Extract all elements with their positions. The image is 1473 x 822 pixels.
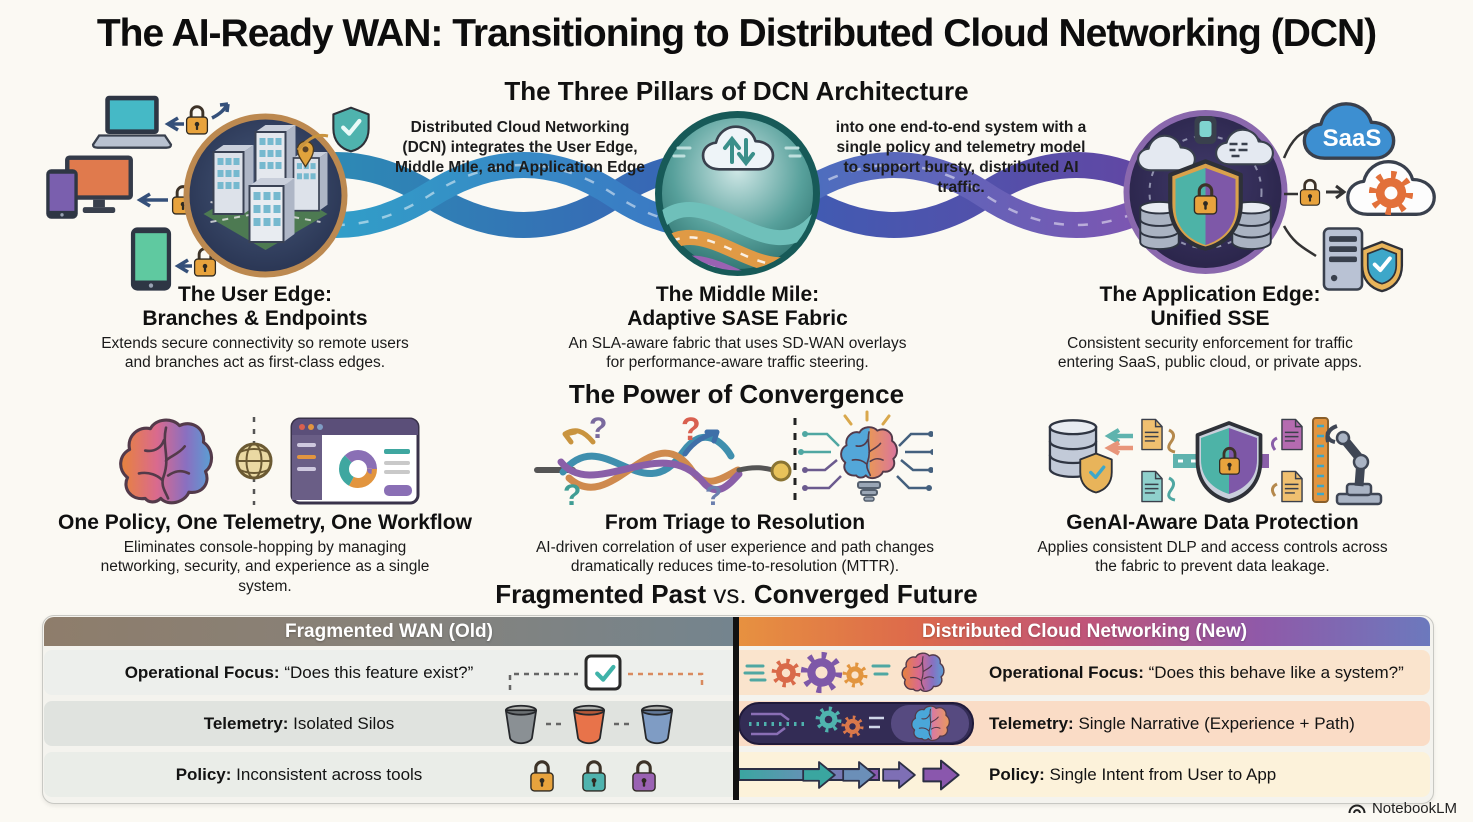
smartwatch-icon <box>1194 116 1217 144</box>
data-stream-icon <box>1312 417 1329 503</box>
convergence-item-title: From Triage to Resolution <box>604 511 866 534</box>
application-edge-circle-graphic <box>1123 110 1288 274</box>
pillar-description: Consistent security enforcement for traf… <box>1057 335 1363 372</box>
pillars-section-heading: The Three Pillars of DCN Architecture <box>504 76 969 106</box>
question-mark-glyph: ? <box>563 479 581 510</box>
building-icon <box>254 125 296 195</box>
tablet-icon <box>46 169 78 219</box>
convergence-item-title: One Policy, One Telemetry, One Workflow <box>58 511 472 534</box>
pillar-application-edge-caption: The Application Edge: Unified SSE Consis… <box>1020 283 1400 373</box>
shield-check-badge-icon <box>332 106 370 153</box>
old-row-policy: Policy: Inconsistent across tools <box>44 752 734 797</box>
old-row-operational-focus: Operational Focus: “Does this feature ex… <box>44 650 734 695</box>
cloud-transfer-icon <box>701 125 775 171</box>
dashboard-window-icon <box>290 417 420 505</box>
pillar-user-edge-caption: The User Edge: Branches & Endpoints Exte… <box>60 283 450 373</box>
single-narrative-pill-icon <box>739 702 974 745</box>
new-row-telemetry: Telemetry: Single Narrative (Experience … <box>739 701 1430 746</box>
row-text: Telemetry: Isolated Silos <box>203 713 395 733</box>
pillar-title-line2: Adaptive SASE Fabric <box>627 306 848 330</box>
document-icon <box>1141 418 1163 451</box>
pillar-description: Extends secure connectivity so remote us… <box>101 335 409 372</box>
convergence-item-description: Applies consistent DLP and access contro… <box>1037 539 1388 576</box>
question-mark-glyph: ? <box>705 480 722 510</box>
ai-bulb-brain-icon <box>798 410 933 502</box>
cloud-gear-icon <box>1346 160 1436 216</box>
user-edge-circle-graphic <box>183 113 348 278</box>
shield-lock-icon <box>1195 421 1263 503</box>
system-gears-brain-icon <box>743 650 945 695</box>
watermark: NotebookLM <box>1347 799 1457 817</box>
resolution-dot-icon <box>770 460 792 482</box>
app-destinations-graphic: SaaS <box>1282 102 1436 293</box>
convergence-section-heading: The Power of Convergence <box>568 379 905 409</box>
table-divider <box>733 617 739 800</box>
comparison-heading-vs: vs. <box>706 579 754 609</box>
document-icon <box>1141 470 1163 503</box>
pillar-title-line1: The User Edge: <box>177 283 333 306</box>
new-row-policy: Policy: Single Intent from User to App <box>739 752 1430 797</box>
convergence-item-title: GenAI-Aware Data Protection <box>1066 511 1359 534</box>
silo-buckets-icon <box>504 704 674 745</box>
intent-arrows-icon <box>739 759 960 791</box>
comparison-heading-part2: Converged Future <box>753 579 978 609</box>
padlocks-icon <box>529 760 657 793</box>
tablet-icon <box>130 227 172 291</box>
question-mark-glyph: ? <box>589 412 607 445</box>
convergence-item-caption: From Triage to Resolution AI-driven corr… <box>520 511 950 577</box>
one-policy-graphic <box>119 417 420 505</box>
document-icon <box>1281 470 1303 503</box>
server-icon <box>1322 227 1364 291</box>
laptop-icon <box>91 94 173 149</box>
document-icon <box>1281 418 1303 451</box>
convergence-item-description: AI-driven correlation of user experience… <box>535 539 935 576</box>
pillars-intro-left: Distributed Cloud Networking (DCN) integ… <box>394 119 646 177</box>
shield-check-icon <box>1079 452 1113 494</box>
padlock-icon <box>1299 178 1321 207</box>
checkbox-icon <box>508 654 704 691</box>
pillar-title-line2: Branches & Endpoints <box>142 306 368 330</box>
row-text: Telemetry: Single Narrative (Experience … <box>989 713 1355 733</box>
saas-label: SaaS <box>1323 125 1382 152</box>
building-icon <box>292 152 328 212</box>
pillar-title-line2: Unified SSE <box>1150 306 1270 330</box>
row-text: Operational Focus: “Does this behave lik… <box>989 662 1404 682</box>
data-protection-graphic <box>1048 417 1383 506</box>
comparison-section-heading: Fragmented Past vs. Converged Future <box>0 579 1473 610</box>
old-row-telemetry: Telemetry: Isolated Silos <box>44 701 734 746</box>
globe-icon <box>235 442 273 480</box>
triage-resolution-graphic: ? ? ? ? <box>534 410 933 510</box>
brain-icon <box>119 418 214 505</box>
old-column-header: Fragmented WAN (Old) <box>44 617 734 646</box>
notebooklm-logo-icon <box>1348 804 1366 814</box>
convergence-item-caption: GenAI-Aware Data Protection Applies cons… <box>1015 511 1410 577</box>
saas-cloud-icon: SaaS <box>1302 102 1396 160</box>
tangled-arrows-icon: ? ? ? ? <box>534 411 792 510</box>
building-icon <box>248 178 295 243</box>
watermark-label: NotebookLM <box>1371 799 1457 817</box>
donut-chart-icon <box>339 450 377 488</box>
robot-arm-icon <box>1325 424 1383 506</box>
comparison-heading-part1: Fragmented Past <box>495 579 707 609</box>
question-mark-glyph: ? <box>681 411 701 447</box>
new-column-header: Distributed Cloud Networking (New) <box>739 617 1430 646</box>
pillar-title-line1: The Middle Mile: <box>655 283 820 306</box>
building-icon <box>212 145 254 215</box>
row-text: Operational Focus: “Does this feature ex… <box>124 662 474 682</box>
pillars-intro-right: into one end-to-end system with a single… <box>835 119 1087 197</box>
convergence-item-caption: One Policy, One Telemetry, One Workflow … <box>55 511 475 596</box>
pillar-title-line1: The Application Edge: <box>1099 283 1321 306</box>
row-text: Policy: Inconsistent across tools <box>175 764 423 784</box>
new-row-operational-focus: Operational Focus: “Does this behave lik… <box>739 650 1430 695</box>
pillar-description: An SLA-aware fabric that uses SD-WAN ove… <box>568 335 907 372</box>
middle-mile-circle-graphic <box>655 111 820 276</box>
page-title: The AI-Ready WAN: Transitioning to Distr… <box>96 12 1377 55</box>
pillar-middle-mile-caption: The Middle Mile: Adaptive SASE Fabric An… <box>545 283 930 373</box>
shield-lock-icon <box>1170 161 1241 248</box>
row-text: Policy: Single Intent from User to App <box>989 764 1277 784</box>
convergence-item-description: Eliminates console-hopping by managing n… <box>100 539 430 595</box>
